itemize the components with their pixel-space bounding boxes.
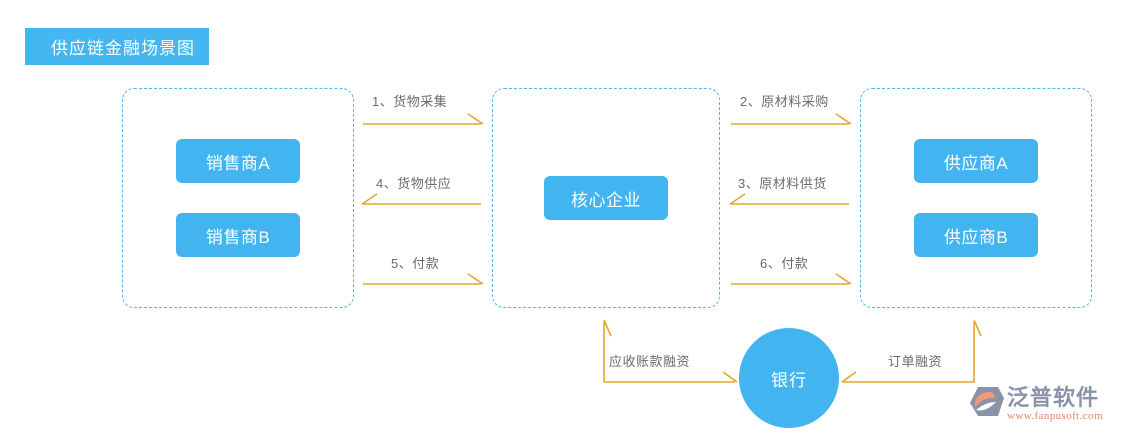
arrow-flow-1 <box>363 113 484 125</box>
node-bank[interactable]: 银行 <box>739 328 839 428</box>
arrow-flow-5 <box>363 273 484 285</box>
page-title: 供应链金融场景图 <box>36 28 209 65</box>
node-sales-a[interactable]: 销售商A <box>176 139 300 183</box>
flow-label-3: 3、原材料供货 <box>738 176 827 191</box>
logo-text: 泛普软件 www.fanpusoft.com <box>1007 386 1103 423</box>
logo-url: www.fanpusoft.com <box>1007 410 1103 422</box>
flow-label-2: 2、原材料采购 <box>740 94 829 109</box>
core-zone <box>492 88 720 308</box>
node-supplier-a[interactable]: 供应商A <box>914 139 1038 183</box>
node-core-enterprise[interactable]: 核心企业 <box>544 176 668 220</box>
arrow-flow-2 <box>731 113 852 125</box>
flow-label-order-financing: 订单融资 <box>888 354 943 369</box>
flow-label-receivable-financing: 应收账款融资 <box>609 354 691 369</box>
supplier-zone <box>860 88 1092 308</box>
flow-label-1: 1、货物采集 <box>372 94 448 109</box>
logo-name: 泛普软件 <box>1007 385 1100 410</box>
arrow-flow-3 <box>729 193 849 205</box>
flow-label-6: 6、付款 <box>760 256 809 271</box>
sales-zone <box>122 88 354 308</box>
page-title-banner: 供应链金融场景图 <box>25 28 209 65</box>
title-accent-bar <box>25 28 36 65</box>
node-sales-b[interactable]: 销售商B <box>176 213 300 257</box>
brand-logo: 泛普软件 www.fanpusoft.com <box>968 386 1103 423</box>
flow-label-5: 5、付款 <box>391 256 440 271</box>
flow-label-4: 4、货物供应 <box>376 176 452 191</box>
node-supplier-b[interactable]: 供应商B <box>914 213 1038 257</box>
arrow-flow-6 <box>731 273 852 285</box>
arrow-flow-4 <box>361 193 481 205</box>
fanpu-logo-icon <box>970 387 1004 416</box>
